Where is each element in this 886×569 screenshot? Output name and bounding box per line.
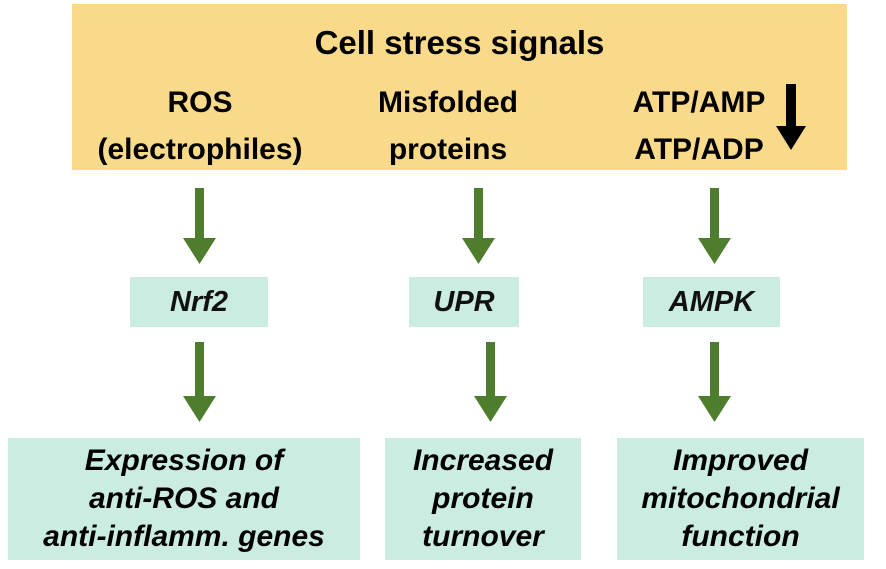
arrow-atp-to-ampk xyxy=(698,188,731,264)
outcome-protein-turnover: Increased protein turnover xyxy=(385,438,581,560)
outcome-1-line-2: anti-ROS and xyxy=(88,482,279,515)
arrow-ros-to-nrf2 xyxy=(183,188,216,264)
outcome-2-line-1: Increased xyxy=(412,444,554,477)
stress-signals-panel: Cell stress signals ROS (electrophiles) … xyxy=(72,4,847,170)
signal-misfolded-line-1: Misfolded xyxy=(378,86,518,119)
down-arrow-icon xyxy=(776,84,806,150)
arrow-nrf2-to-expression xyxy=(183,342,216,422)
signal-ros-line-2: (electrophiles) xyxy=(97,133,303,166)
outcome-1-line-3: anti-inflamm. genes xyxy=(43,520,325,553)
outcome-3-line-3: function xyxy=(681,520,800,553)
outcome-3-line-1: Improved xyxy=(672,444,809,477)
outcome-1-line-1: Expression of xyxy=(84,444,284,477)
arrow-misfolded-to-upr xyxy=(462,188,495,264)
mediator-ampk: AMPK xyxy=(643,277,780,327)
signal-atp-line-1: ATP/AMP xyxy=(632,86,766,119)
mediator-upr: UPR xyxy=(409,277,519,327)
arrow-upr-to-turnover xyxy=(474,342,507,422)
outcome-gene-expression: Expression of anti-ROS and anti-inflamm.… xyxy=(8,438,360,560)
signal-atp-line-2: ATP/ADP xyxy=(634,133,764,166)
outcome-2-line-3: turnover xyxy=(422,520,544,553)
signal-atp-ratio: ATP/AMP ATP/ADP xyxy=(624,79,774,173)
mediator-nrf2: Nrf2 xyxy=(130,277,268,327)
outcome-2-line-2: protein xyxy=(432,482,534,515)
signal-ros: ROS (electrophiles) xyxy=(80,79,320,173)
outcome-3-line-2: mitochondrial xyxy=(641,482,840,515)
signal-misfolded-proteins: Misfolded proteins xyxy=(368,79,528,173)
panel-title: Cell stress signals xyxy=(314,24,605,61)
outcome-mitochondrial-function: Improved mitochondrial function xyxy=(617,438,864,560)
signal-ros-line-1: ROS xyxy=(167,86,233,119)
signal-misfolded-line-2: proteins xyxy=(388,133,508,166)
arrow-ampk-to-mitochondrial xyxy=(698,342,731,422)
